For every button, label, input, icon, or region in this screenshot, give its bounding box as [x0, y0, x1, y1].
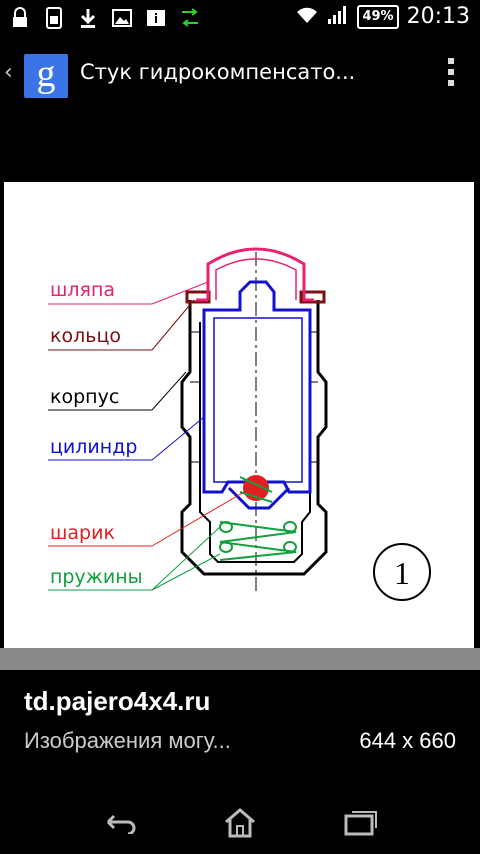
- signal-icon: [327, 5, 349, 29]
- info-icon: [146, 6, 166, 30]
- figure-number: 1: [394, 555, 410, 591]
- battery-icon: 49%: [357, 4, 399, 29]
- ring-outline: [185, 290, 326, 304]
- label-ball: шарик: [50, 522, 115, 544]
- clock: 20:13: [406, 4, 470, 29]
- label-body: корпус: [50, 386, 119, 408]
- sim-icon: [44, 6, 64, 30]
- lock-icon: [10, 6, 30, 30]
- source-site[interactable]: td.pajero4x4.ru: [24, 686, 211, 716]
- back-icon[interactable]: [90, 802, 150, 842]
- body-outline: [180, 300, 328, 576]
- figure-number-circle: [373, 543, 431, 601]
- cylinder-outline: [202, 280, 312, 494]
- label-cylinder: цилиндр: [50, 436, 137, 458]
- body-inner: [199, 322, 311, 563]
- image-size: 644 x 660: [359, 728, 456, 753]
- transfer-icon: [180, 6, 200, 30]
- download-icon: [78, 6, 98, 30]
- image-bottom-band: [0, 648, 480, 670]
- valve-lifter-diagram: шляпа кольцо корпус цилиндр шарик пружин…: [48, 247, 431, 601]
- recents-icon[interactable]: [330, 802, 390, 842]
- label-cap: шляпа: [50, 279, 115, 301]
- image-description: Изображения могу...: [24, 728, 231, 753]
- system-indicators: 49% 20:13: [295, 4, 470, 29]
- label-springs: пружины: [50, 566, 143, 588]
- status-bar: 49% 20:13: [0, 0, 480, 38]
- springs: [219, 476, 297, 561]
- up-chevron-icon[interactable]: ‹: [4, 60, 13, 85]
- cap-outline: [206, 247, 314, 302]
- overflow-menu-icon[interactable]: [448, 58, 456, 86]
- page-title: Стук гидрокомпенсато...: [80, 60, 356, 84]
- google-app-icon[interactable]: g: [24, 54, 68, 98]
- image-viewer[interactable]: шляпа кольцо корпус цилиндр шарик пружин…: [4, 182, 474, 670]
- label-ring: кольцо: [50, 325, 121, 347]
- action-bar: ‹ g Стук гидрокомпенсато...: [0, 38, 480, 114]
- notification-icons: [10, 6, 200, 30]
- wifi-icon: [295, 5, 319, 29]
- navigation-bar: [0, 790, 480, 854]
- home-icon[interactable]: [210, 802, 270, 842]
- image-icon: [112, 6, 132, 30]
